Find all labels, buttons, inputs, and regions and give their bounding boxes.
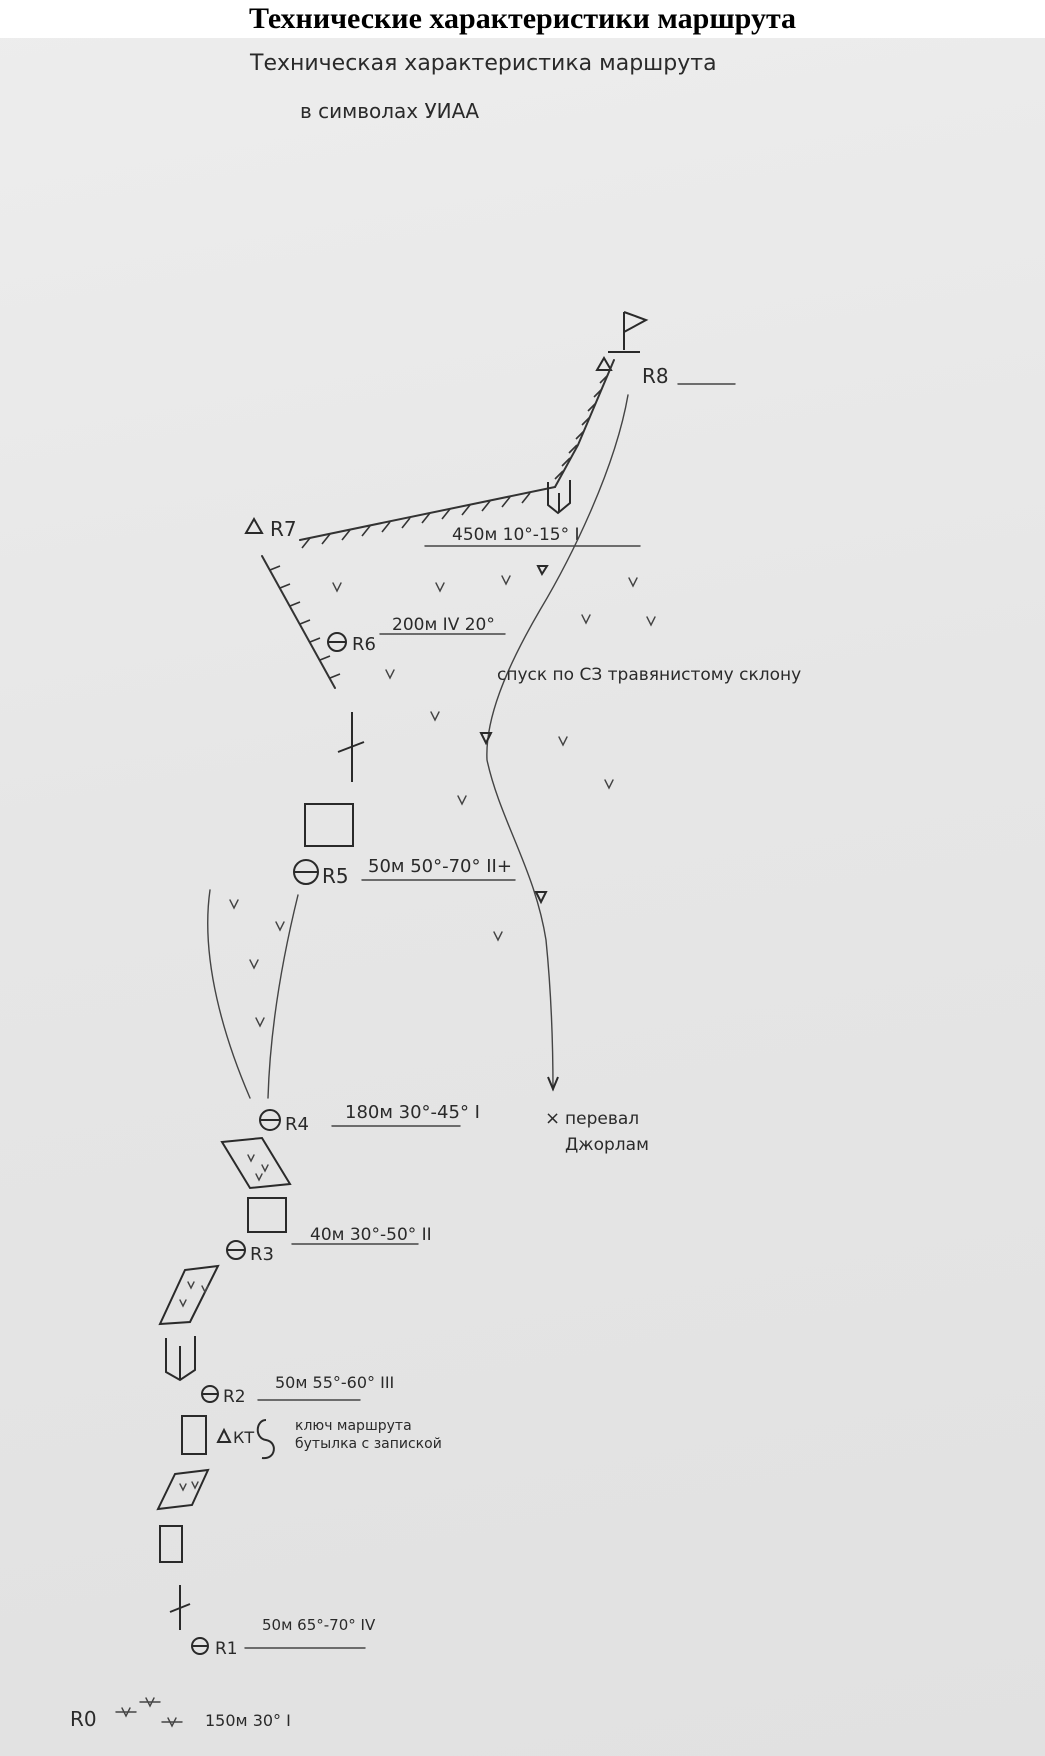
segment-label-6: 200м IV 20° [392, 615, 495, 635]
belay-r4-icon [259, 1109, 281, 1131]
couloir-right [267, 894, 299, 1099]
pass-cross-icon: × [545, 1108, 560, 1129]
point-r8: R8 [642, 364, 669, 388]
slab-r2-icon [181, 1415, 207, 1455]
key-note-line1: ключ маршрута [295, 1418, 412, 1434]
grassy-slab-icon-2 [158, 1264, 220, 1326]
point-r2: R2 [223, 1387, 246, 1407]
slab-upper-icon [304, 803, 354, 847]
descent-note: спуск по СЗ травянистому склону [497, 665, 801, 685]
segment-label-4: 180м 30°-45° I [345, 1102, 480, 1123]
belay-r3-icon [226, 1240, 246, 1260]
belay-r5-icon [293, 859, 319, 885]
point-r4: R4 [285, 1114, 309, 1135]
belay-r6-icon [327, 632, 347, 652]
descent-path [486, 394, 629, 1091]
belay-r1-icon [191, 1637, 209, 1655]
slab-r4-r3-icon [247, 1197, 287, 1233]
point-r0: R0 [70, 1707, 97, 1731]
ridge-main [299, 486, 556, 541]
chimney-upper-icon [547, 480, 571, 515]
sheet-subtitle: в символах УИАА [300, 99, 479, 123]
grassy-slab-icon-1 [220, 1136, 292, 1190]
ridge-upper [554, 359, 615, 488]
segment-label-0: 150м 30° I [205, 1711, 291, 1730]
point-r7: R7 [270, 517, 297, 541]
page-caption: Технические характеристики маршрута [0, 0, 1045, 38]
segment-label-7: 450м 10°-15° I [452, 525, 580, 545]
couloir-left [207, 889, 251, 1099]
segment-label-2: 50м 55°-60° III [275, 1373, 394, 1392]
key-note-line2: бутылка с запиской [295, 1436, 442, 1452]
descent-arrows [479, 565, 559, 1092]
ridge-hatching-main [301, 492, 531, 549]
summit-flag-icon [608, 311, 649, 353]
pass-label: перевал [565, 1109, 639, 1129]
slab-lower-icon [159, 1525, 183, 1563]
slope-markers [229, 575, 656, 1028]
wall-r7-r6 [261, 555, 336, 689]
crack-upper-icon [337, 712, 365, 782]
triangle-r8-icon [595, 356, 613, 371]
segment-label-5: 50м 50°-70° II+ [368, 856, 512, 877]
note-scroll-icon [256, 1419, 275, 1460]
belay-r2-icon [201, 1385, 219, 1403]
segment-label-1: 50м 65°-70° IV [262, 1616, 376, 1634]
point-r6: R6 [352, 634, 376, 655]
point-r1: R1 [215, 1639, 238, 1659]
point-r3: R3 [250, 1244, 274, 1265]
triangle-kt-icon [216, 1427, 232, 1443]
chimney-lower-icon [165, 1336, 196, 1382]
crack-lower-icon [169, 1585, 191, 1630]
wall-hatching-r7-r6 [269, 565, 341, 679]
ridge-hatching-upper [554, 374, 609, 480]
segment-label-3: 40м 30°-50° II [310, 1225, 432, 1245]
sheet-title: Техническая характеристика маршрута [249, 51, 717, 76]
triangle-r7-icon [244, 516, 264, 534]
grass-start-markers [115, 1697, 183, 1728]
point-r5: R5 [322, 864, 349, 888]
grassy-slab-icon-3 [156, 1468, 210, 1511]
pass-name: Джорлам [565, 1135, 649, 1155]
point-kt: КТ [233, 1428, 254, 1447]
